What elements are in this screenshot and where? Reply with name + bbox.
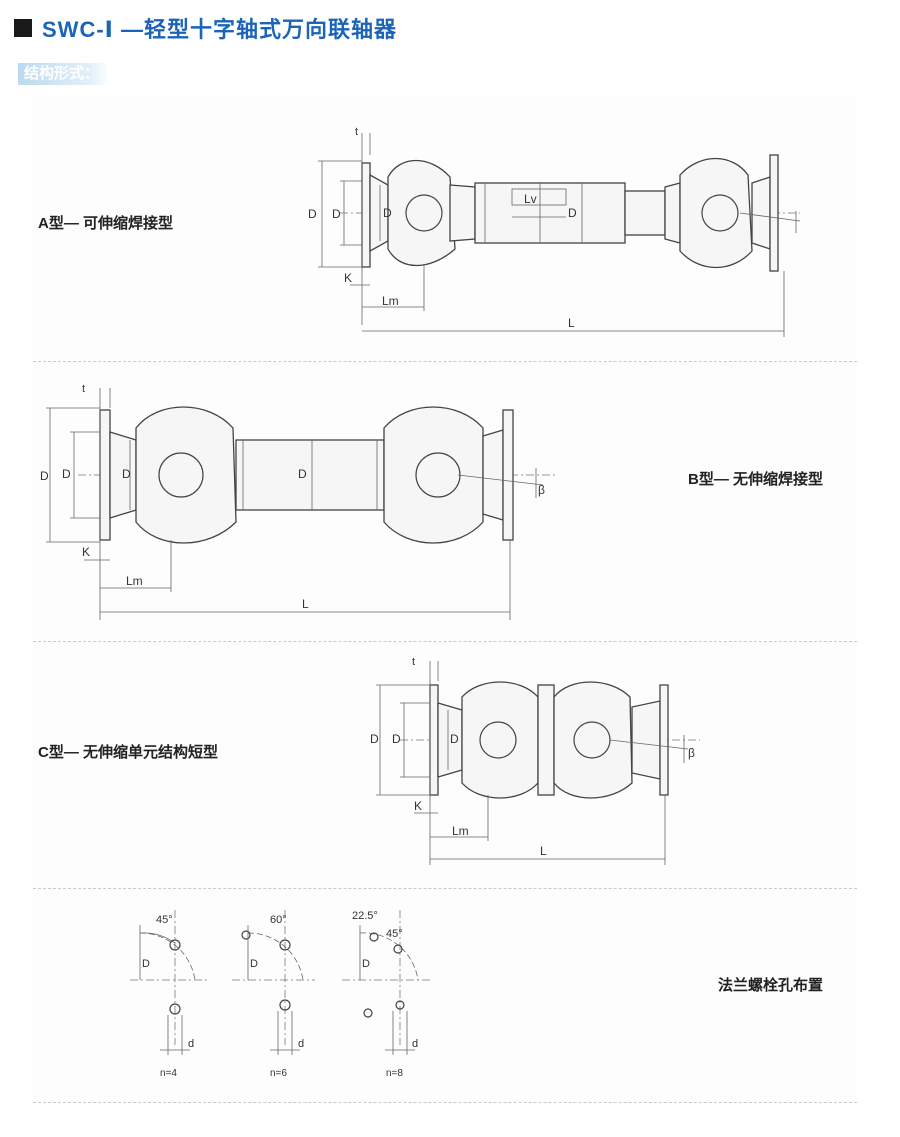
right-yoke [383, 406, 484, 544]
svg-text:D: D [332, 207, 341, 221]
right-flange [502, 409, 514, 541]
panel-flange [33, 889, 857, 1101]
left-flange [429, 684, 439, 796]
svg-text:L: L [302, 597, 309, 611]
svg-text:n=8: n=8 [386, 1068, 403, 1079]
svg-text:60°: 60° [270, 914, 287, 926]
svg-text:L: L [540, 844, 547, 858]
svg-text:Lm: Lm [382, 294, 399, 308]
svg-text:45°: 45° [156, 914, 173, 926]
left-yoke [135, 406, 237, 544]
pattern-n8: 22.5° 45° D d n=8 [342, 910, 430, 1079]
svg-text:d: d [298, 1038, 304, 1050]
svg-text:t: t [412, 656, 415, 668]
tube-shaft [624, 190, 666, 236]
weld-tube [235, 439, 385, 511]
svg-text:K: K [82, 545, 90, 559]
type-b-label: B型— 无伸缩焊接型 [688, 471, 824, 488]
center-flange [537, 684, 555, 796]
svg-text:β: β [538, 483, 545, 497]
pattern-n6: 60° D d n=6 [232, 910, 315, 1079]
right-flange [769, 154, 779, 272]
svg-text:45°: 45° [386, 928, 403, 940]
page-header: SWC-Ⅰ —轻型十字轴式万向联轴器 [14, 12, 397, 44]
type-c-label: C型— 无伸缩单元结构短型 [38, 744, 219, 761]
cross-bearing [405, 194, 443, 232]
svg-text:D: D [370, 732, 379, 746]
cross-bearing [158, 452, 204, 498]
svg-text:n=4: n=4 [160, 1068, 177, 1079]
drawing-type-c: t D D D K Lm L β [370, 656, 700, 865]
left-yoke [461, 681, 539, 799]
cross-bearing [701, 194, 739, 232]
svg-text:d: d [412, 1038, 418, 1050]
svg-text:D: D [250, 958, 258, 970]
svg-text:L: L [568, 316, 575, 330]
page-title: SWC-Ⅰ —轻型十字轴式万向联轴器 [42, 17, 397, 42]
svg-text:D: D [362, 958, 370, 970]
right-yoke [679, 157, 753, 269]
right-flange [659, 684, 669, 796]
svg-text:Lm: Lm [126, 574, 143, 588]
svg-text:Lm: Lm [452, 824, 469, 838]
type-a-label: A型— 可伸缩焊接型 [38, 215, 174, 232]
svg-text:D: D [40, 469, 49, 483]
svg-text:K: K [344, 271, 352, 285]
pattern-n4: 45° D d n=4 [130, 910, 210, 1079]
left-flange [361, 162, 371, 268]
drawing-type-b: t D D D D K Lm L β [40, 383, 558, 620]
svg-text:D: D [308, 207, 317, 221]
svg-text:t: t [355, 126, 358, 138]
svg-text:Lv: Lv [524, 192, 537, 206]
svg-text:D: D [383, 206, 392, 220]
section-label: 结构形式： [18, 63, 110, 85]
left-flange [99, 409, 111, 541]
svg-text:D: D [392, 732, 401, 746]
flange-label: 法兰螺栓孔布置 [718, 977, 824, 994]
spline-sleeve [474, 182, 626, 244]
left-neck [449, 184, 476, 242]
svg-text:D: D [62, 467, 71, 481]
right-yoke [553, 681, 633, 799]
svg-text:K: K [414, 799, 422, 813]
svg-text:D: D [142, 958, 150, 970]
cross-bearing [479, 721, 517, 759]
drawing-type-a: t D D D D Lv K Lm L β [308, 126, 800, 337]
svg-text:n=6: n=6 [270, 1068, 287, 1079]
svg-text:D: D [298, 467, 307, 481]
divider [33, 888, 857, 889]
divider [33, 1102, 857, 1103]
flange-patterns: 45° D d n=4 60° D d n=6 22.5° 45° D d n [130, 910, 430, 1079]
left-yoke [387, 159, 456, 267]
svg-text:D: D [568, 206, 577, 220]
svg-text:22.5°: 22.5° [352, 910, 378, 922]
svg-text:D: D [450, 732, 459, 746]
svg-text:d: d [188, 1038, 194, 1050]
svg-text:t: t [82, 383, 85, 395]
divider [33, 641, 857, 642]
divider [33, 361, 857, 362]
svg-text:β: β [688, 746, 695, 760]
svg-text:D: D [122, 467, 131, 481]
square-bullet-icon [14, 19, 32, 37]
